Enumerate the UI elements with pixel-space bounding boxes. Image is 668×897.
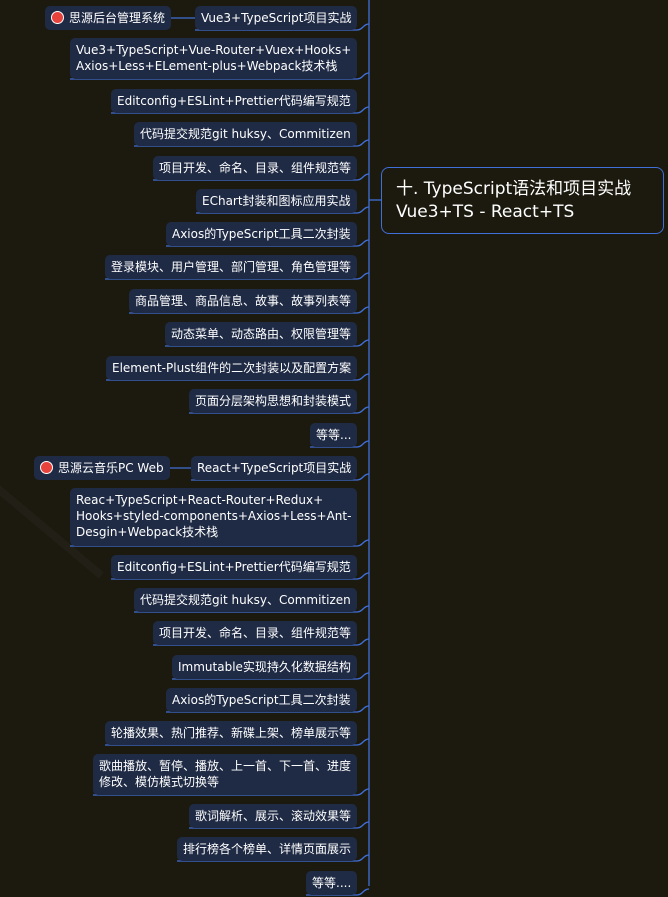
node-text-line: 商品管理、商品信息、故事、故事列表等 xyxy=(135,294,352,308)
node-text-line: 等等.... xyxy=(312,876,352,890)
node-text-line: 等等... xyxy=(316,428,352,442)
node-connector xyxy=(356,72,370,80)
node-connector xyxy=(356,272,370,280)
node-text-line: Vue3+TypeScript项目实战 xyxy=(201,11,352,25)
mindmap-node[interactable]: Vue3+TypeScript+Vue-Router+Vuex+Hooks+ Ax… xyxy=(70,38,358,79)
node-text-line: React+TypeScript项目实战 xyxy=(197,461,352,475)
mindmap-node[interactable]: React+TypeScript项目实战 xyxy=(191,456,358,480)
mindmap-node[interactable]: Element-Plust组件的二次封装以及配置方案 xyxy=(106,356,358,380)
node-text-line: 动态菜单、动态路由、权限管理等 xyxy=(171,327,352,341)
mindmap-node[interactable]: 歌曲播放、暂停、播放、上一首、下一首、进度修改、模仿模式切换等 xyxy=(93,754,358,795)
red-dot-icon xyxy=(51,11,64,24)
node-text-line: 轮播效果、热门推荐、新碟上架、榜单展示等 xyxy=(111,726,352,740)
node-connector xyxy=(356,638,370,646)
node-text-line: 项目开发、命名、目录、组件规范等 xyxy=(159,626,352,640)
mindmap-node[interactable]: 轮播效果、热门推荐、新碟上架、榜单展示等 xyxy=(105,721,358,745)
node-text-line: Editconfig+ESLint+Prettier代码编写规范 xyxy=(117,94,351,108)
node-connector xyxy=(356,173,370,181)
node-text-line: 代码提交规范git huksy、Commitizen xyxy=(140,593,351,607)
node-text-line: Vue3+TypeScript+Vue-Router+Vuex+Hooks+ xyxy=(76,43,352,57)
node-text-line: 登录模块、用户管理、部门管理、角色管理等 xyxy=(111,260,352,274)
mindmap-node[interactable]: 歌词解析、展示、滚动效果等 xyxy=(189,804,358,828)
node-text-line: 排行榜各个榜单、详情页面展示 xyxy=(183,842,352,856)
mindmap-node[interactable]: 页面分层架构思想和封装模式 xyxy=(189,389,358,413)
mindmap-node[interactable]: 等等.... xyxy=(306,871,358,895)
group-label: 思源后台管理系统 xyxy=(69,11,166,25)
node-text-line: Desgin+Webpack技术栈 xyxy=(76,525,219,539)
mindmap-node[interactable]: 项目开发、命名、目录、组件规范等 xyxy=(153,621,358,645)
mindmap-node[interactable]: Reac+TypeScript+React-Router+Redux+ Hooks… xyxy=(70,488,358,546)
node-text-line: Axios的TypeScript工具二次封装 xyxy=(172,693,351,707)
node-connector xyxy=(356,788,370,796)
mindmap-node[interactable]: Editconfig+ESLint+Prettier代码编写规范 xyxy=(111,89,357,113)
mindmap-node[interactable]: 代码提交规范git huksy、Commitizen xyxy=(134,122,357,146)
node-text-line: Axios的TypeScript工具二次封装 xyxy=(172,227,351,241)
node-connector xyxy=(356,106,370,114)
node-connector xyxy=(356,339,370,347)
node-connector xyxy=(356,206,370,214)
group-label: 思源云音乐PC Web xyxy=(58,461,164,475)
node-text-line: EChart封装和图标应用实战 xyxy=(202,194,351,208)
node-text-line: 代码提交规范git huksy、Commitizen xyxy=(140,127,351,141)
mindmap-node[interactable]: 代码提交规范git huksy、Commitizen xyxy=(134,588,357,612)
node-connector xyxy=(356,239,370,247)
node-connector xyxy=(356,406,370,414)
node-connector xyxy=(356,139,370,147)
mindmap-node[interactable]: 商品管理、商品信息、故事、故事列表等 xyxy=(129,289,358,313)
node-text-line: Editconfig+ESLint+Prettier代码编写规范 xyxy=(117,560,351,574)
node-connector xyxy=(356,738,370,746)
node-connector xyxy=(356,539,370,547)
mindmap-node[interactable]: EChart封装和图标应用实战 xyxy=(196,189,357,213)
root-subtitle: Vue3+TS - React+TS xyxy=(396,202,575,222)
node-text-line: Reac+TypeScript+React-Router+Redux+ xyxy=(76,493,324,507)
node-text-line: 歌曲播放、暂停、播放、上一首、下一首、进度 xyxy=(99,759,352,773)
mindmap-node[interactable]: 项目开发、命名、目录、组件规范等 xyxy=(153,156,358,180)
node-connector xyxy=(356,705,370,713)
node-text-line: 项目开发、命名、目录、组件规范等 xyxy=(159,161,352,175)
node-connector xyxy=(356,672,370,680)
mindmap-node[interactable]: Immutable实现持久化数据结构 xyxy=(172,655,357,679)
mindmap-node[interactable]: 登录模块、用户管理、部门管理、角色管理等 xyxy=(105,255,358,279)
red-dot-icon xyxy=(40,461,53,474)
mindmap-node[interactable]: Axios的TypeScript工具二次封装 xyxy=(166,688,357,712)
root-node[interactable]: 十. TypeScript语法和项目实战 Vue3+TS - React+TS xyxy=(381,167,664,234)
node-text-line: 歌词解析、展示、滚动效果等 xyxy=(195,809,352,823)
mindmap-node[interactable]: Vue3+TypeScript项目实战 xyxy=(195,6,358,30)
mindmap-node[interactable]: 等等... xyxy=(310,423,358,447)
node-connector xyxy=(356,23,370,31)
mindmap-node[interactable]: Axios的TypeScript工具二次封装 xyxy=(166,222,357,246)
mindmap-node[interactable]: 动态菜单、动态路由、权限管理等 xyxy=(165,322,358,346)
group-node-admin[interactable]: 思源后台管理系统 xyxy=(45,6,172,30)
mindmap-node[interactable]: 排行榜各个榜单、详情页面展示 xyxy=(177,837,358,861)
node-text-line: Element-Plust组件的二次封装以及配置方案 xyxy=(112,361,352,375)
node-text-line: 页面分层架构思想和封装模式 xyxy=(195,394,352,408)
node-connector xyxy=(356,440,370,448)
node-text-line: 修改、模仿模式切换等 xyxy=(99,775,220,789)
node-connector xyxy=(356,605,370,613)
node-connector xyxy=(356,373,370,381)
node-connector xyxy=(356,821,370,829)
node-text-line: Hooks+styled-components+Axios+Less+Ant- xyxy=(76,509,352,523)
node-connector xyxy=(356,306,370,314)
node-text-line: Axios+Less+ELement-plus+Webpack技术栈 xyxy=(76,59,338,73)
mindmap-node[interactable]: Editconfig+ESLint+Prettier代码编写规范 xyxy=(111,555,357,579)
node-text-line: Immutable实现持久化数据结构 xyxy=(178,660,351,674)
group-node-music[interactable]: 思源云音乐PC Web xyxy=(34,456,170,480)
node-connector xyxy=(356,473,370,481)
root-title: 十. TypeScript语法和项目实战 xyxy=(396,179,632,199)
node-connector xyxy=(356,572,370,580)
node-connector xyxy=(356,888,370,896)
node-connector xyxy=(356,854,370,862)
